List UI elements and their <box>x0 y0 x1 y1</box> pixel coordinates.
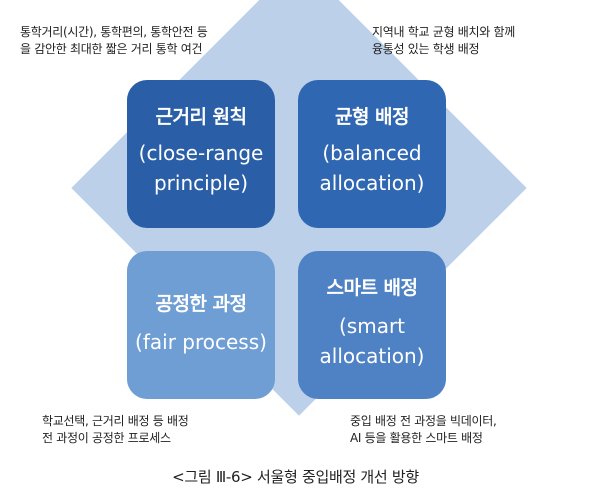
box-close-range-principle: 근거리 원칙 (close-range principle) <box>127 80 275 228</box>
box-title-fair: 공정한 과정 <box>155 293 247 315</box>
note-balanced: 지역내 학교 균형 배치와 함께 융통성 있는 학생 배정 <box>372 25 515 56</box>
note-smart: 중입 배정 전 과정을 빅데이터, AI 등을 활용한 스마트 배정 <box>350 414 497 445</box>
box-balanced-allocation: 균형 배정 (balanced allocation) <box>298 80 446 228</box>
box-subtitle-smart: (smart allocation) <box>319 314 425 368</box>
box-subtitle-balanced: (balanced allocation) <box>319 141 425 195</box>
box-subtitle-fair: (fair process) <box>135 330 267 354</box>
box-title-close-range: 근거리 원칙 <box>155 106 247 128</box>
box-title-balanced: 균형 배정 <box>334 106 410 128</box>
note-fair: 학교선택, 근거리 배정 등 배정 전 과정이 공정한 프로세스 <box>42 414 189 445</box>
box-title-smart: 스마트 배정 <box>326 277 418 299</box>
box-smart-allocation: 스마트 배정 (smart allocation) <box>298 251 446 399</box>
note-close-range: 통학거리(시간), 통학편의, 통학안전 등 을 감안한 최대한 짧은 거리 통… <box>20 25 208 56</box>
box-subtitle-close-range: (close-range principle) <box>138 141 264 195</box>
figure-caption: <그림 Ⅲ-6> 서울형 중입배정 개선 방향 <box>172 468 419 486</box>
box-fair-process: 공정한 과정 (fair process) <box>127 251 275 399</box>
